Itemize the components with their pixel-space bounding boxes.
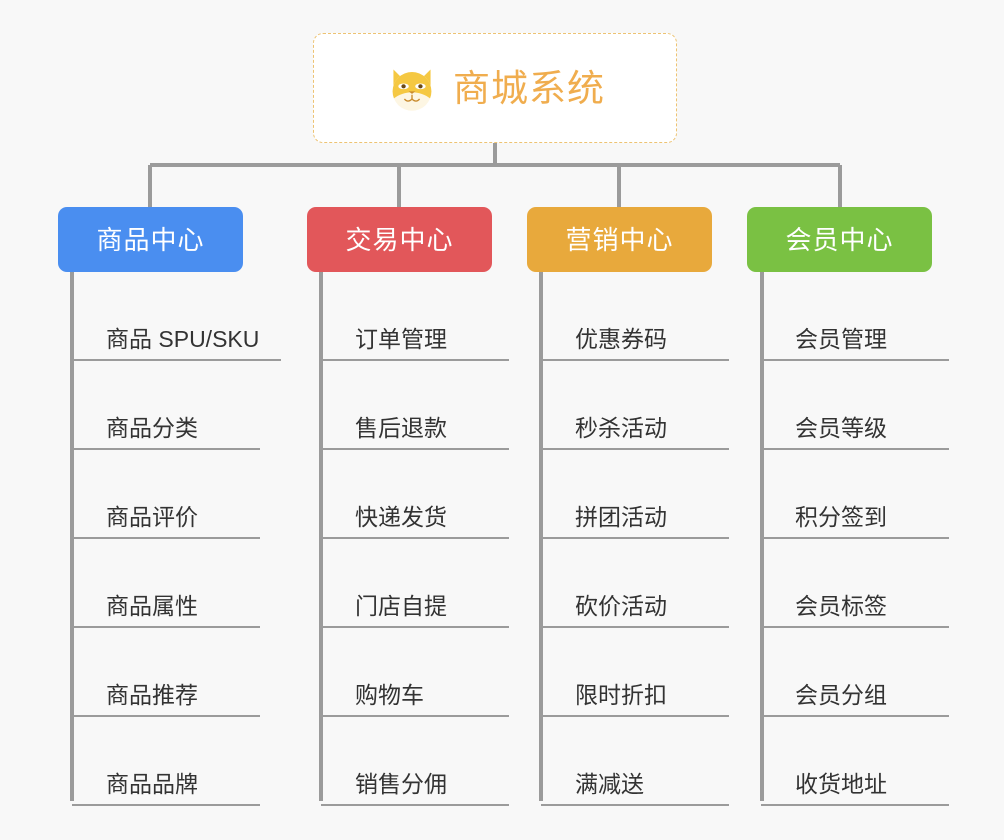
leaf-underline: 拼团活动 xyxy=(541,505,729,539)
category-box-marketing-center[interactable]: 营销中心 xyxy=(527,207,712,272)
leaf-item[interactable]: 购物车 xyxy=(321,628,509,717)
leaf-label: 秒杀活动 xyxy=(575,415,667,441)
leaf-item[interactable]: 商品推荐 xyxy=(72,628,281,717)
leaf-label: 商品分类 xyxy=(106,415,198,441)
leaf-label: 会员管理 xyxy=(795,326,887,352)
leaf-column-product-center: 商品 SPU/SKU 商品分类商品评价商品属性商品推荐商品品牌 xyxy=(72,272,282,806)
category-label: 会员中心 xyxy=(785,224,894,255)
leaf-label: 积分签到 xyxy=(795,504,887,530)
leaf-underline: 积分签到 xyxy=(761,505,949,539)
leaf-underline: 会员管理 xyxy=(761,327,949,361)
leaf-label: 售后退款 xyxy=(355,415,447,441)
leaf-label: 满减送 xyxy=(575,771,644,797)
leaf-underline: 售后退款 xyxy=(321,416,509,450)
leaf-underline: 优惠券码 xyxy=(541,327,729,361)
leaf-label: 快递发货 xyxy=(355,504,447,530)
leaf-label: 会员等级 xyxy=(795,415,887,441)
leaf-label: 商品 SPU/SKU xyxy=(106,326,260,352)
leaf-underline: 会员分组 xyxy=(761,683,949,717)
leaf-underline: 商品分类 xyxy=(72,416,260,450)
category-label: 交易中心 xyxy=(345,224,454,255)
leaf-item[interactable]: 商品评价 xyxy=(72,450,281,539)
leaf-item[interactable]: 会员等级 xyxy=(761,361,949,450)
leaf-item[interactable]: 销售分佣 xyxy=(321,717,509,806)
leaf-underline: 购物车 xyxy=(321,683,509,717)
leaf-underline: 门店自提 xyxy=(321,594,509,628)
leaf-label: 商品品牌 xyxy=(106,771,198,797)
leaf-item[interactable]: 会员分组 xyxy=(761,628,949,717)
leaf-item[interactable]: 商品分类 xyxy=(72,361,281,450)
leaf-underline: 商品 SPU/SKU xyxy=(72,326,282,361)
leaf-label: 砍价活动 xyxy=(575,593,667,619)
category-box-product-center[interactable]: 商品中心 xyxy=(58,207,243,272)
leaf-underline: 商品属性 xyxy=(72,594,260,628)
category-box-trade-center[interactable]: 交易中心 xyxy=(307,207,492,272)
leaf-label: 会员分组 xyxy=(795,682,887,708)
leaf-item[interactable]: 收货地址 xyxy=(761,717,949,806)
leaf-item[interactable]: 砍价活动 xyxy=(541,539,729,628)
leaf-item[interactable]: 快递发货 xyxy=(321,450,509,539)
leaf-label: 会员标签 xyxy=(795,593,887,619)
leaf-item[interactable]: 积分签到 xyxy=(761,450,949,539)
leaf-item[interactable]: 会员标签 xyxy=(761,539,949,628)
leaf-underline: 会员等级 xyxy=(761,416,949,450)
leaf-underline: 收货地址 xyxy=(761,772,949,806)
category-box-member-center[interactable]: 会员中心 xyxy=(747,207,932,272)
leaf-underline: 订单管理 xyxy=(321,327,509,361)
leaf-item[interactable]: 会员管理 xyxy=(761,272,949,361)
leaf-underline: 快递发货 xyxy=(321,505,509,539)
leaf-item[interactable]: 门店自提 xyxy=(321,539,509,628)
leaf-label: 购物车 xyxy=(355,682,424,708)
leaf-column-member-center: 会员管理会员等级积分签到会员标签会员分组收货地址 xyxy=(761,272,949,806)
leaf-item[interactable]: 拼团活动 xyxy=(541,450,729,539)
leaf-label: 门店自提 xyxy=(355,593,447,619)
leaf-label: 拼团活动 xyxy=(575,504,667,530)
leaf-label: 优惠券码 xyxy=(575,326,667,352)
leaf-item[interactable]: 订单管理 xyxy=(321,272,509,361)
leaf-item[interactable]: 满减送 xyxy=(541,717,729,806)
root-node[interactable]: 商城系统 xyxy=(313,33,677,143)
shiba-dog-face-icon xyxy=(392,69,432,111)
leaf-item[interactable]: 商品品牌 xyxy=(72,717,281,806)
root-title: 商城系统 xyxy=(453,67,605,109)
leaf-label: 商品属性 xyxy=(106,593,198,619)
leaf-column-marketing-center: 优惠券码秒杀活动拼团活动砍价活动限时折扣满减送 xyxy=(541,272,729,806)
category-label: 营销中心 xyxy=(565,224,674,255)
leaf-underline: 商品品牌 xyxy=(72,772,260,806)
leaf-column-trade-center: 订单管理售后退款快递发货门店自提购物车销售分佣 xyxy=(321,272,509,806)
leaf-item[interactable]: 优惠券码 xyxy=(541,272,729,361)
leaf-underline: 商品评价 xyxy=(72,505,260,539)
leaf-underline: 销售分佣 xyxy=(321,772,509,806)
leaf-item[interactable]: 商品属性 xyxy=(72,539,281,628)
category-label: 商品中心 xyxy=(96,224,205,255)
leaf-underline: 满减送 xyxy=(541,772,729,806)
leaf-label: 商品推荐 xyxy=(106,682,198,708)
leaf-label: 订单管理 xyxy=(355,326,447,352)
leaf-underline: 限时折扣 xyxy=(541,683,729,717)
leaf-item[interactable]: 商品 SPU/SKU xyxy=(72,272,282,361)
leaf-underline: 秒杀活动 xyxy=(541,416,729,450)
leaf-label: 限时折扣 xyxy=(575,682,667,708)
leaf-item[interactable]: 秒杀活动 xyxy=(541,361,729,450)
leaf-item[interactable]: 售后退款 xyxy=(321,361,509,450)
leaf-label: 收货地址 xyxy=(795,771,887,797)
leaf-label: 商品评价 xyxy=(106,504,198,530)
leaf-underline: 商品推荐 xyxy=(72,683,260,717)
leaf-label: 销售分佣 xyxy=(355,771,447,797)
leaf-underline: 会员标签 xyxy=(761,594,949,628)
leaf-underline: 砍价活动 xyxy=(541,594,729,628)
leaf-item[interactable]: 限时折扣 xyxy=(541,628,729,717)
